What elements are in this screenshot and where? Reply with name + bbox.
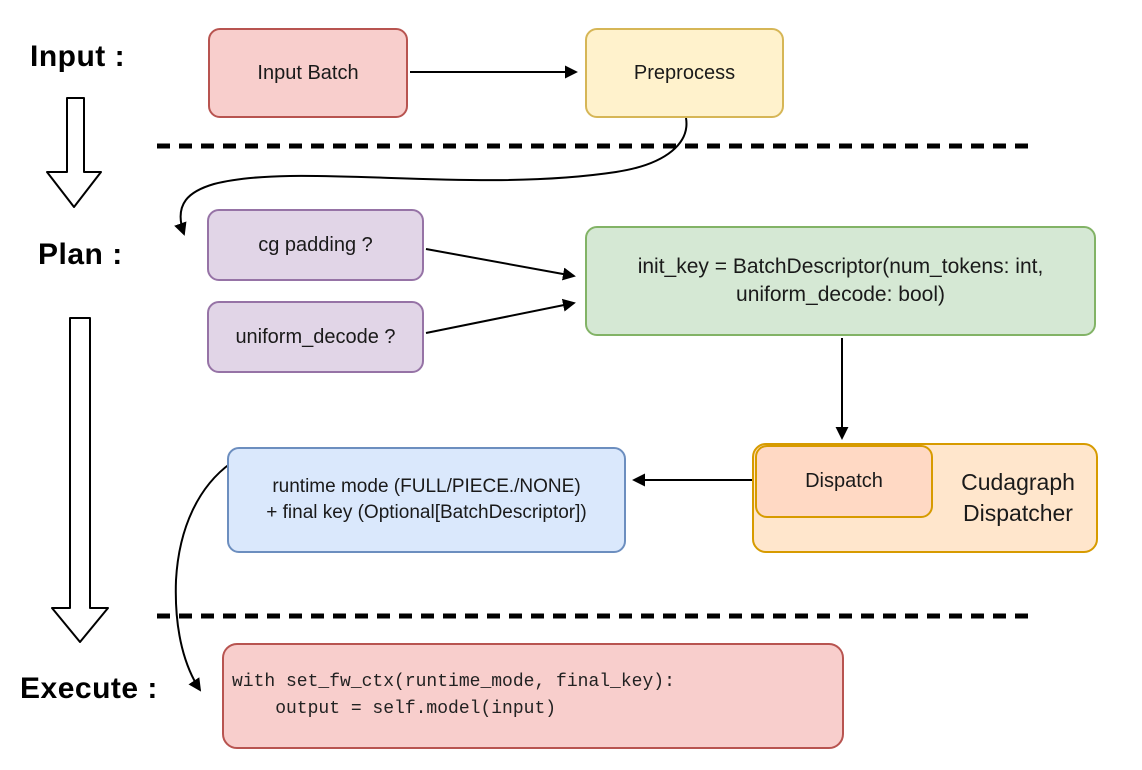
node-execute-code: with set_fw_ctx(runtime_mode, final_key)… [222, 643, 844, 749]
connector-runtimemode-executecode [174, 462, 232, 692]
node-cg-padding: cg padding ? [207, 209, 424, 281]
node-runtime-mode-line1: runtime mode (FULL/PIECE./NONE) [272, 476, 581, 498]
node-uniform-decode-label: uniform_decode ? [235, 325, 396, 348]
node-init-key: init_key = BatchDescriptor(num_tokens: i… [585, 226, 1096, 336]
node-input-batch-label: Input Batch [257, 61, 359, 84]
node-init-key-line1: init_key = BatchDescriptor(num_tokens: i… [637, 254, 1044, 278]
label-input-phase: Input : [30, 40, 126, 73]
connector-preprocess-cgpadding [174, 117, 688, 236]
node-preprocess-label: Preprocess [633, 61, 736, 84]
node-runtime-mode: runtime mode (FULL/PIECE./NONE) + final … [227, 447, 626, 553]
node-uniform-decode: uniform_decode ? [207, 301, 424, 373]
connector-uniformdecode-initkey [425, 298, 576, 334]
node-preprocess: Preprocess [585, 28, 784, 118]
node-dispatch: Dispatch [755, 445, 933, 518]
node-input-batch: Input Batch [208, 28, 408, 118]
node-cudagraph-dispatcher-line2: Dispatcher [963, 500, 1073, 526]
label-execute-phase: Execute : [20, 672, 158, 705]
node-cg-padding-label: cg padding ? [258, 233, 373, 256]
label-plan-phase: Plan : [38, 238, 123, 271]
input-phase-arrow-icon [46, 97, 102, 208]
connector-cgpadding-initkey [425, 248, 576, 281]
node-dispatch-label: Dispatch [805, 470, 883, 492]
execute-code-line2: output = self.model(input) [232, 699, 557, 719]
plan-phase-arrow-icon [51, 317, 109, 643]
execute-code-line1: with set_fw_ctx(runtime_mode, final_key)… [232, 672, 675, 692]
node-runtime-mode-line2: + final key (Optional[BatchDescriptor]) [266, 502, 587, 523]
node-cudagraph-dispatcher-line1: Cudagraph [961, 468, 1075, 495]
node-init-key-line2: uniform_decode: bool) [736, 283, 945, 306]
